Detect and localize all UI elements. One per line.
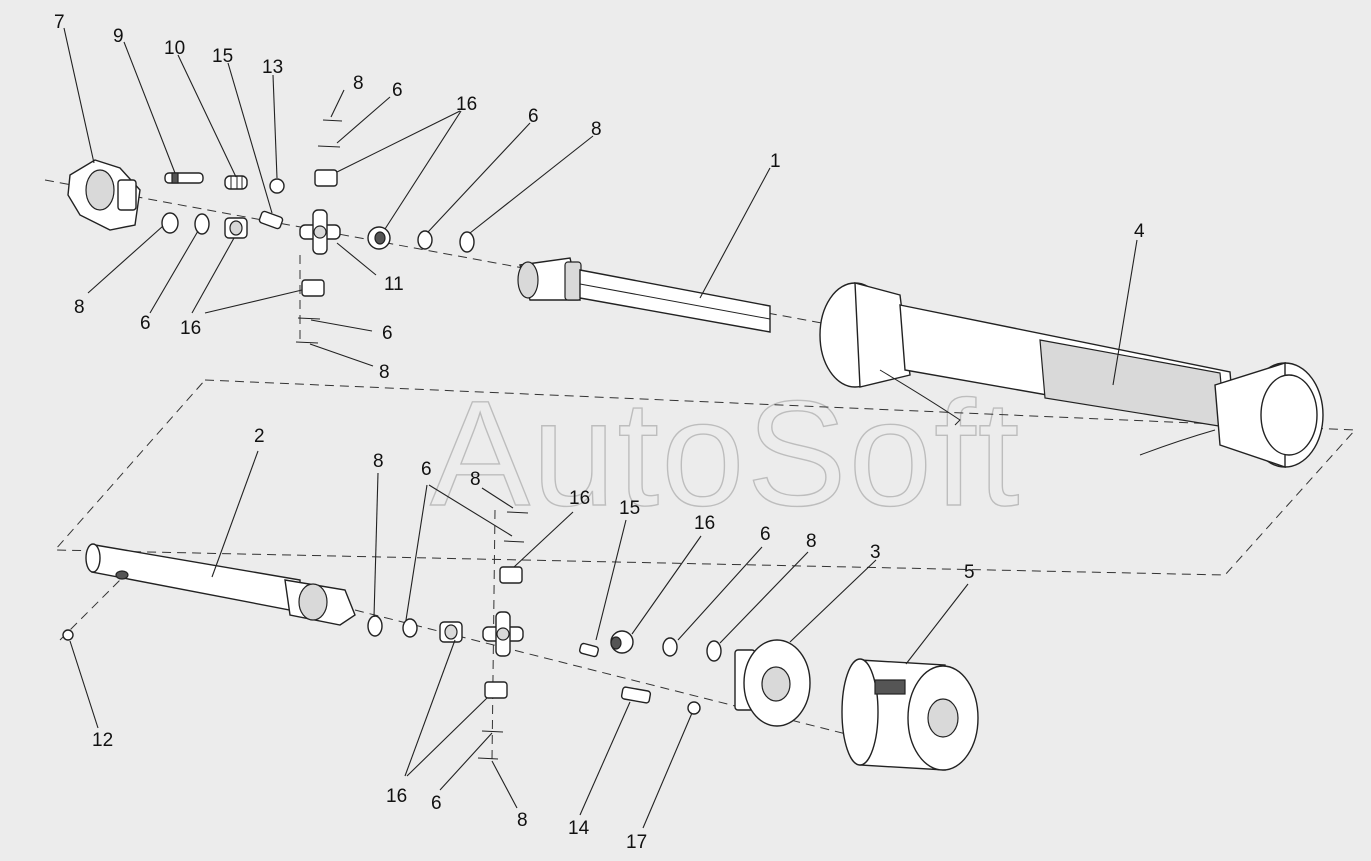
callout-8: 8 [353, 73, 364, 94]
part-bearing-16-lower-top [499, 566, 523, 584]
part-yoke-7 [67, 159, 141, 231]
part-washer-6-lower-left [402, 618, 418, 638]
part-washer-6-top [317, 145, 341, 148]
part-circlip-8-lower-top [506, 511, 529, 514]
callout-8: 8 [517, 810, 528, 831]
leader-lines [63, 27, 1138, 829]
callout-16: 16 [180, 318, 201, 339]
part-washer-6-lower-top [503, 540, 525, 543]
callout-9: 9 [113, 26, 124, 47]
callout-6: 6 [421, 459, 432, 480]
callout-8: 8 [806, 531, 817, 552]
callout-4: 4 [1134, 221, 1145, 242]
part-washer-6-bottom [297, 317, 321, 320]
part-grease-nipple-15b [578, 642, 600, 658]
part-bearing-16-right [367, 226, 391, 250]
callout-16: 16 [386, 786, 407, 807]
callout-2: 2 [254, 426, 265, 447]
callout-6: 6 [382, 323, 393, 344]
callout-12: 12 [92, 730, 113, 751]
part-yoke-flange-3 [734, 639, 811, 727]
part-grease-nipple-15a [258, 210, 284, 230]
callout-8: 8 [470, 469, 481, 490]
watermark-text: AutoSoft [430, 369, 1021, 537]
callout-6: 6 [140, 313, 151, 334]
callout-6: 6 [528, 106, 539, 127]
callout-17: 17 [626, 832, 647, 853]
part-pin-9 [164, 172, 204, 184]
callout-15: 15 [619, 498, 640, 519]
part-nut-17 [687, 701, 701, 715]
part-bearing-16-top [314, 169, 338, 187]
part-circlip-8-lower-right [706, 640, 722, 662]
part-cross-lower [482, 611, 524, 657]
callout-3: 3 [870, 542, 881, 563]
callout-14: 14 [568, 818, 590, 839]
part-circlip-8-bottom [295, 341, 319, 344]
callout-6: 6 [431, 793, 442, 814]
part-bolt-14 [620, 686, 652, 704]
part-guard-tube-4 [819, 282, 1324, 468]
part-washer-6-lower-bottom [481, 730, 504, 733]
callout-16: 16 [694, 513, 715, 534]
callout-labels: 7 9 10 15 13 8 6 16 6 8 1 4 11 8 6 16 6 … [54, 12, 1145, 853]
part-washer-6-left [194, 213, 210, 235]
callout-16: 16 [569, 488, 590, 509]
part-inner-shaft-1 [517, 257, 771, 333]
callout-15: 15 [212, 46, 233, 67]
part-circlip-8-lower-bottom [477, 757, 499, 760]
part-circlip-8-lower-left [367, 615, 383, 637]
part-circlip-8-left [161, 212, 179, 234]
callout-1: 1 [770, 151, 781, 172]
callout-7: 7 [54, 12, 65, 33]
callout-13: 13 [262, 57, 283, 78]
part-circlip-8-right [459, 231, 475, 253]
part-bearing-16-lower-right [610, 630, 634, 654]
part-circlip-8-top [322, 119, 343, 122]
callout-5: 5 [964, 562, 975, 583]
part-nut-12 [62, 629, 74, 641]
part-bearing-16-bottom [301, 279, 325, 297]
callout-8: 8 [373, 451, 384, 472]
part-outer-tube-2 [85, 543, 356, 626]
callout-8: 8 [74, 297, 85, 318]
callout-6: 6 [760, 524, 771, 545]
callout-8: 8 [591, 119, 602, 140]
part-clutch-5 [841, 658, 979, 771]
part-bearing-16-lower-left [439, 621, 463, 643]
callout-11: 11 [384, 274, 404, 295]
part-spring-10 [224, 175, 248, 190]
part-washer-6-lower-right [662, 637, 678, 657]
callout-6: 6 [392, 80, 403, 101]
callout-10: 10 [164, 38, 185, 59]
part-bearing-16-lower-bottom [484, 681, 508, 699]
part-bearing-16-left [224, 217, 248, 239]
callout-8: 8 [379, 362, 390, 383]
part-cross-11-upper [299, 209, 341, 255]
part-ball-13 [269, 178, 285, 194]
part-washer-6-right [417, 230, 433, 250]
callout-16: 16 [456, 94, 477, 115]
